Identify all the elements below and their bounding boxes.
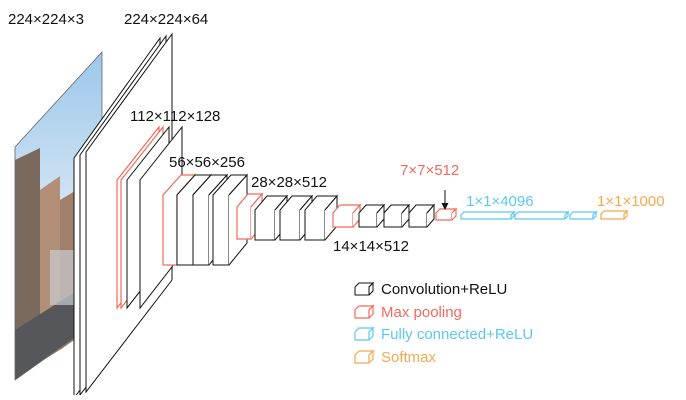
pool-5 [436, 209, 456, 220]
softmax-size-label: 1×1×1000 [597, 193, 665, 210]
pool5-size-label: 7×7×512 [400, 162, 459, 179]
legend: Convolution+ReLU Max pooling Fully conne… [355, 281, 533, 366]
conv5-size-label: 14×14×512 [333, 238, 409, 255]
conv3-size-label: 56×56×256 [169, 154, 245, 171]
pool-4 [333, 205, 360, 227]
legend-label-fc: Fully connected+ReLU [381, 326, 533, 343]
legend-item-pool: Max pooling [355, 304, 462, 321]
conv-block-5 [359, 205, 434, 227]
conv2-size-label: 112×112×128 [130, 108, 220, 125]
legend-item-conv: Convolution+ReLU [355, 281, 507, 298]
conv1-size-label: 224×224×64 [124, 11, 208, 28]
input-size-label: 224×224×3 [8, 11, 84, 28]
legend-label-softmax: Softmax [381, 349, 437, 366]
legend-item-softmax: Softmax [355, 349, 437, 366]
legend-label-conv: Convolution+ReLU [381, 281, 507, 298]
pool5-arrow [442, 190, 449, 210]
legend-label-pool: Max pooling [381, 304, 462, 321]
conv4-size-label: 28×28×512 [251, 174, 327, 191]
conv-block-4 [255, 196, 337, 240]
legend-item-fc: Fully connected+ReLU [355, 326, 533, 343]
softmax-layer [601, 211, 627, 219]
fc-size-label: 1×1×4096 [466, 193, 534, 210]
fc-layers [461, 212, 596, 219]
